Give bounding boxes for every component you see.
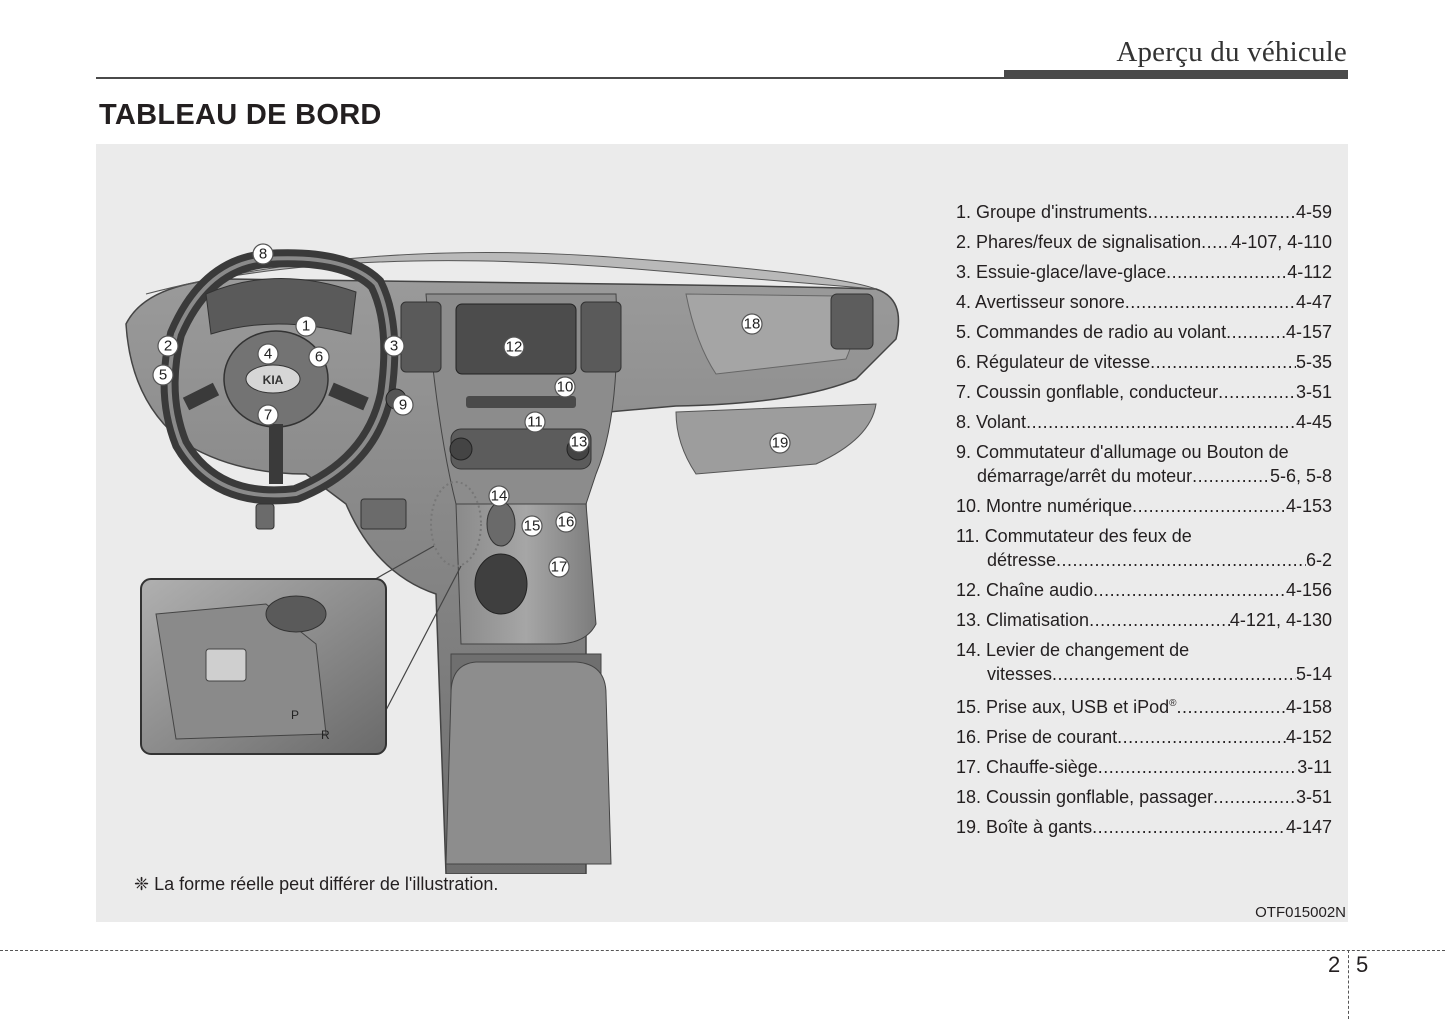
svg-text:2: 2 xyxy=(164,338,172,355)
svg-text:11: 11 xyxy=(527,414,543,431)
climate-knob-left xyxy=(449,437,473,461)
gear-boot xyxy=(474,553,528,615)
svg-text:9: 9 xyxy=(399,397,407,414)
list-item: 14. Levier de changement de vitesses5-14 xyxy=(956,638,1332,686)
svg-text:3: 3 xyxy=(390,338,398,355)
list-item: 10. Montre numérique4-153 xyxy=(956,494,1332,518)
callout-18: 18 xyxy=(741,313,763,335)
inset-label-p: P xyxy=(291,708,299,722)
chapter-number: 2 xyxy=(1328,952,1341,977)
callout-4: 4 xyxy=(257,343,279,365)
zoom-marker xyxy=(430,481,482,567)
page-number: 5 xyxy=(1356,952,1369,977)
list-item: 18. Coussin gonflable, passager3-51 xyxy=(956,785,1332,809)
kia-badge-shape xyxy=(245,364,301,394)
footnote: ❈ La forme réelle peut différer de l'ill… xyxy=(134,874,499,894)
callout-11: 11 xyxy=(524,411,546,433)
page-divider xyxy=(0,950,1445,951)
steering-spokes xyxy=(182,382,369,484)
inset-label-r: R xyxy=(321,728,330,742)
svg-text:14: 14 xyxy=(491,488,508,505)
svg-text:19: 19 xyxy=(772,435,789,452)
list-item: 15. Prise aux, USB et iPod®4-158 xyxy=(956,692,1332,719)
list-item: 19. Boîte à gants4-147 xyxy=(956,815,1332,839)
center-vent-right xyxy=(580,301,622,373)
list-item: 6. Régulateur de vitesse5-35 xyxy=(956,350,1332,374)
svg-text:4: 4 xyxy=(264,346,272,363)
list-item: 5. Commandes de radio au volant4-157 xyxy=(956,320,1332,344)
callout-1: 1 xyxy=(295,315,317,337)
callout-2: 2 xyxy=(157,335,179,357)
dashboard-illustration: KIA P R 1 2 3 4 5 6 7 8 9 10 11 12 13 14… xyxy=(125,243,900,874)
accelerator-pedal xyxy=(255,503,275,530)
callout-10: 10 xyxy=(554,376,576,398)
svg-text:13: 13 xyxy=(571,434,588,451)
callout-15: 15 xyxy=(521,515,543,537)
callout-19: 19 xyxy=(769,432,791,454)
svg-text:10: 10 xyxy=(557,379,574,396)
callout-12: 12 xyxy=(503,336,525,358)
instrument-cluster xyxy=(205,278,357,335)
svg-text:15: 15 xyxy=(524,518,541,535)
callout-13: 13 xyxy=(568,431,590,453)
list-item: 8. Volant4-45 xyxy=(956,410,1332,434)
inset-socket xyxy=(265,595,327,633)
page-heading: TABLEAU DE BORD xyxy=(99,99,382,131)
list-item: 3. Essuie-glace/lave-glace4-112 xyxy=(956,260,1332,284)
callout-14: 14 xyxy=(488,485,510,507)
svg-text:7: 7 xyxy=(264,407,272,424)
list-item: 11. Commutateur des feux de détresse6-2 xyxy=(956,524,1332,572)
center-vent-left xyxy=(400,301,442,373)
list-item: 7. Coussin gonflable, conducteur3-51 xyxy=(956,380,1332,404)
svg-text:12: 12 xyxy=(506,339,523,356)
svg-text:8: 8 xyxy=(259,246,267,263)
callout-8: 8 xyxy=(252,243,274,265)
list-item: 12. Chaîne audio4-156 xyxy=(956,578,1332,602)
kia-badge: KIA xyxy=(263,373,284,387)
svg-text:18: 18 xyxy=(744,316,761,333)
svg-text:5: 5 xyxy=(159,367,167,384)
brake-pedal xyxy=(360,498,407,530)
callout-6: 6 xyxy=(308,346,330,368)
list-item: 1. Groupe d'instruments4-59 xyxy=(956,200,1332,224)
figure-code: OTF015002N xyxy=(1255,904,1346,921)
list-item: 2. Phares/feux de signalisation4-107, 4-… xyxy=(956,230,1332,254)
cd-slot xyxy=(466,396,576,408)
list-item: 13. Climatisation4-121, 4-130 xyxy=(956,608,1332,632)
section-title: Aperçu du véhicule xyxy=(1116,36,1347,68)
header-rule-accent xyxy=(1004,70,1348,79)
callout-7: 7 xyxy=(257,404,279,426)
passenger-vent xyxy=(830,293,874,350)
callout-16: 16 xyxy=(555,511,577,533)
gear-lever-knob xyxy=(486,501,516,547)
svg-text:16: 16 xyxy=(558,514,575,531)
callout-3: 3 xyxy=(383,335,405,357)
svg-text:17: 17 xyxy=(551,559,568,576)
callout-9: 9 xyxy=(392,394,414,416)
armrest xyxy=(445,661,612,865)
header-rule xyxy=(96,77,1348,79)
list-item: 16. Prise de courant4-152 xyxy=(956,725,1332,749)
component-list: 1. Groupe d'instruments4-59 2. Phares/fe… xyxy=(956,200,1332,845)
callout-17: 17 xyxy=(548,556,570,578)
figure-panel: KIA P R 1 2 3 4 5 6 7 8 9 10 11 12 13 14… xyxy=(96,144,1348,922)
list-item: 17. Chauffe-siège3-11 xyxy=(956,755,1332,779)
zoom-line-2 xyxy=(383,565,462,715)
page-number-divider xyxy=(1348,950,1349,1019)
list-item: 9. Commutateur d'allumage ou Bouton de d… xyxy=(956,440,1332,488)
list-item: 4. Avertisseur sonore4-47 xyxy=(956,290,1332,314)
svg-text:6: 6 xyxy=(315,349,323,366)
inset-switch xyxy=(205,648,247,682)
svg-text:1: 1 xyxy=(302,318,310,335)
callout-5: 5 xyxy=(152,364,174,386)
